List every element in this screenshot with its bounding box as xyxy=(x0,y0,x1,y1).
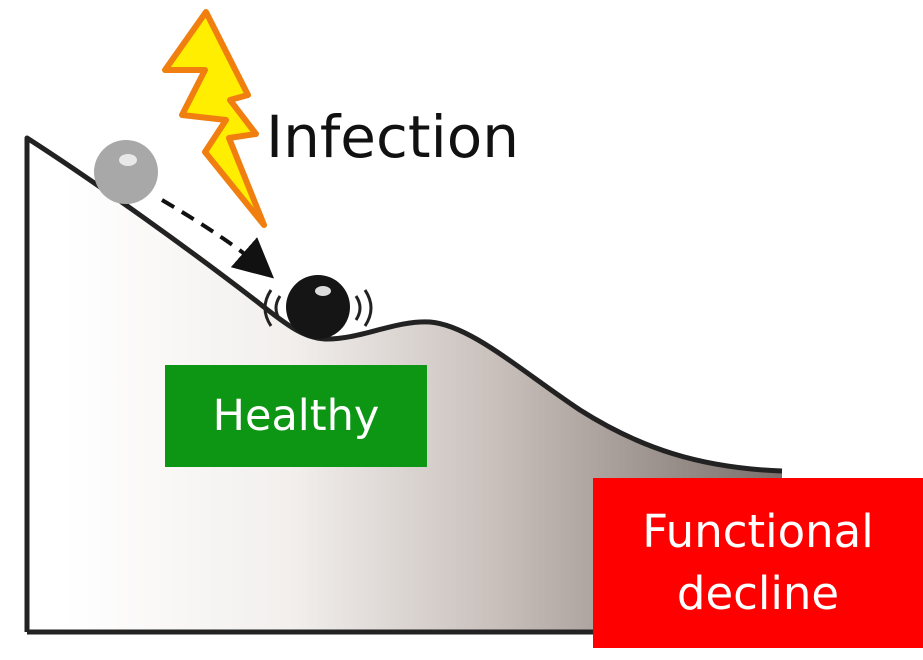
current-ball xyxy=(286,275,350,339)
infection-label: Infection xyxy=(266,108,519,166)
healthy-label: Healthy xyxy=(213,391,380,441)
functional-decline-box: Functional decline xyxy=(593,478,923,648)
decline-label-line1: Functional xyxy=(642,501,873,563)
prior-ball xyxy=(94,140,158,204)
healthy-state-box: Healthy xyxy=(165,365,427,467)
lightning-bolt-icon xyxy=(165,12,264,225)
decline-label-line2: decline xyxy=(677,563,839,625)
